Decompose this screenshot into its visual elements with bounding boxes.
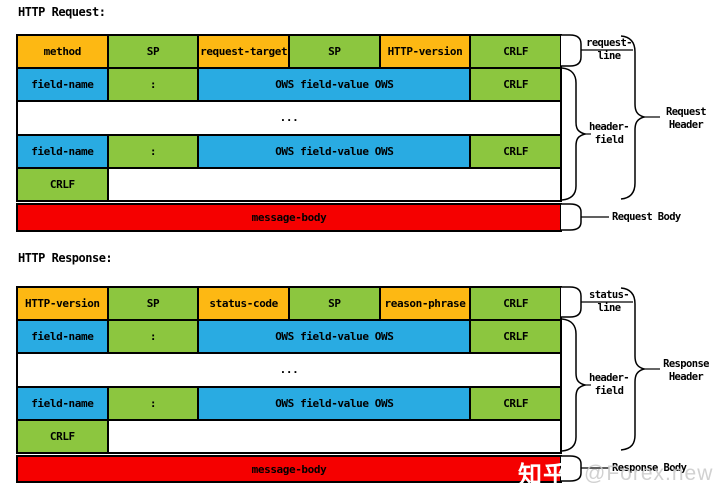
cell-empty bbox=[108, 168, 560, 200]
cell-crlf-field: CRLF bbox=[471, 69, 560, 101]
cell-sp-1: SP bbox=[108, 288, 198, 320]
cell-field-value: OWS field-value OWS bbox=[199, 387, 470, 419]
cell-status-code: status-code bbox=[199, 288, 288, 320]
request-line-label: request- line bbox=[586, 37, 632, 62]
cell-crlf-field: CRLF bbox=[471, 321, 560, 353]
response-header-label: Response Header bbox=[663, 358, 709, 383]
cell-field-name: field-name bbox=[18, 135, 107, 167]
cell-field-name: field-name bbox=[18, 69, 107, 101]
request-table: method SP request-target SP HTTP-version… bbox=[16, 34, 562, 202]
cell-crlf-end: CRLF bbox=[18, 420, 107, 452]
watermark-handle: @Forex.new bbox=[584, 462, 714, 485]
response-table: HTTP-version SP status-code SP reason-ph… bbox=[16, 286, 562, 454]
cell-crlf-line: CRLF bbox=[471, 288, 560, 320]
status-line-label: status- line bbox=[588, 289, 630, 314]
cell-colon: : bbox=[108, 135, 198, 167]
request-line-cap bbox=[561, 34, 582, 67]
response-body-label: Response Body bbox=[612, 462, 687, 474]
cell-field-value: OWS field-value OWS bbox=[199, 69, 470, 101]
cell-reason-phrase: reason-phrase bbox=[380, 288, 470, 320]
cell-field-value: OWS field-value OWS bbox=[199, 321, 470, 353]
cell-http-version: HTTP-version bbox=[380, 36, 470, 68]
cell-crlf-line: CRLF bbox=[471, 36, 560, 68]
request-header-field-label: header- field bbox=[588, 121, 630, 146]
cell-crlf-end: CRLF bbox=[18, 168, 107, 200]
cell-method: method bbox=[18, 36, 107, 68]
cell-colon: : bbox=[108, 321, 198, 353]
cell-colon: : bbox=[108, 387, 198, 419]
cell-empty bbox=[108, 420, 560, 452]
request-section-title: HTTP Request: bbox=[18, 5, 106, 19]
response-header-field-label: header- field bbox=[588, 372, 630, 397]
cell-colon: : bbox=[108, 69, 198, 101]
request-message-body-bar: message-body bbox=[16, 203, 562, 232]
cell-ellipsis: ... bbox=[18, 102, 560, 134]
cell-ellipsis: ... bbox=[18, 354, 560, 386]
zhihu-watermark-logo: 知乎 bbox=[518, 461, 568, 489]
cell-field-value: OWS field-value OWS bbox=[199, 135, 470, 167]
cell-sp-2: SP bbox=[289, 36, 379, 68]
status-line-cap bbox=[561, 286, 582, 318]
cell-field-name: field-name bbox=[18, 321, 107, 353]
cell-sp-2: SP bbox=[289, 288, 379, 320]
response-message-body-bar: message-body bbox=[16, 455, 562, 483]
cell-request-target: request-target bbox=[199, 36, 288, 68]
cell-crlf-field: CRLF bbox=[471, 135, 560, 167]
request-header-label: Request Header bbox=[665, 106, 707, 131]
cell-crlf-field: CRLF bbox=[471, 387, 560, 419]
cell-field-name: field-name bbox=[18, 387, 107, 419]
response-section-title: HTTP Response: bbox=[18, 251, 113, 265]
request-body-cap bbox=[561, 203, 582, 231]
request-body-label: Request Body bbox=[612, 211, 681, 223]
cell-http-version: HTTP-version bbox=[18, 288, 107, 320]
cell-sp-1: SP bbox=[108, 36, 198, 68]
